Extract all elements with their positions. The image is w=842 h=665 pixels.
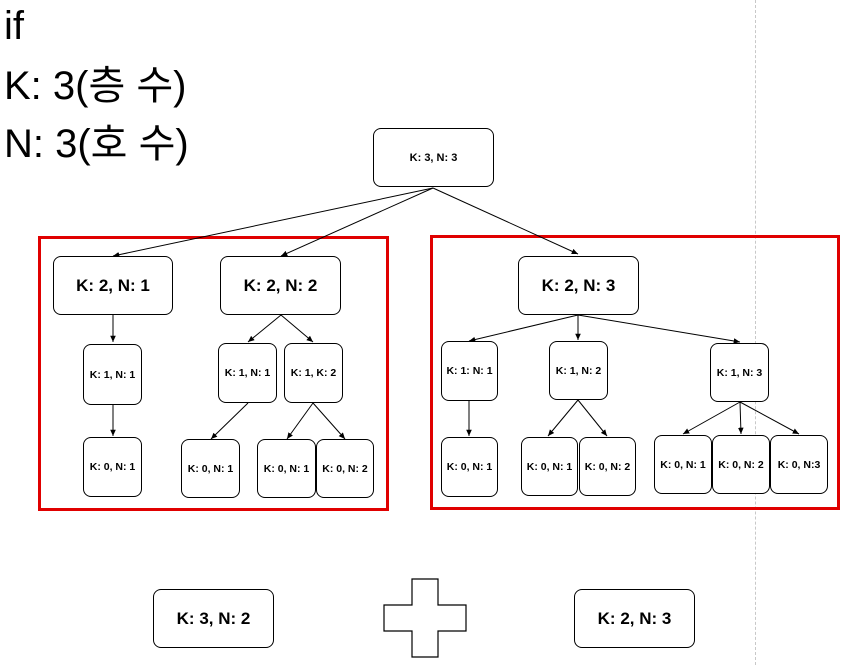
node-k0-n2-under-c3: K: 0, N: 2 <box>712 435 770 494</box>
heading-line-n: N: 3(호 수) <box>4 122 189 166</box>
node-k0-n1-under-c3: K: 0, N: 1 <box>654 435 712 494</box>
node-k0-n1-under-c1: K: 0, N: 1 <box>441 437 498 497</box>
node-k1-n3-under-c: K: 1, N: 3 <box>710 343 769 402</box>
edge-root-a <box>112 187 434 258</box>
edge-b-b1 <box>247 314 282 343</box>
edge-c2-c2b <box>577 399 608 437</box>
root-node: K: 3, N: 3 <box>373 128 494 187</box>
edge-c2-c2a <box>547 399 579 437</box>
edge-c-c1 <box>468 314 579 343</box>
edge-b1-b1a <box>210 402 249 440</box>
node-k0-n1-under-b1: K: 0, N: 1 <box>181 439 240 498</box>
node-k1-n2-under-c: K: 1, N: 2 <box>549 341 608 400</box>
edge-c3-c3c <box>739 401 800 435</box>
page-divider <box>755 0 756 665</box>
right-subtree-highlight-box <box>430 235 840 510</box>
node-k0-n1-under-a1: K: 0, N: 1 <box>83 437 142 497</box>
node-k1-n1-under-a: K: 1, N: 1 <box>83 344 142 405</box>
node-k2-n3: K: 2, N: 3 <box>518 256 639 315</box>
node-k1-k2-under-b: K: 1, K: 2 <box>284 343 343 403</box>
node-k2-n1: K: 2, N: 1 <box>53 256 173 315</box>
node-k0-n2-under-b2: K: 0, N: 2 <box>316 439 374 498</box>
node-k1-n1-under-c: K: 1: N: 1 <box>441 341 498 401</box>
node-k0-n2-under-c2: K: 0, N: 2 <box>579 437 636 496</box>
edge-root-b <box>280 187 434 257</box>
edge-c-c3 <box>577 314 741 344</box>
node-k0-n3-under-c3: K: 0, N:3 <box>770 435 828 494</box>
node-k0-n1-under-b2: K: 0, N: 1 <box>257 439 316 498</box>
bottom-node-k3-n2: K: 3, N: 2 <box>153 589 274 648</box>
edge-c3-c3a <box>682 401 741 435</box>
edge-root-c <box>432 187 579 255</box>
edge-b2-b2a <box>286 402 314 440</box>
edge-b-b2 <box>280 314 314 343</box>
node-k0-n1-under-c2: K: 0, N: 1 <box>521 437 578 496</box>
edge-b2-b2b <box>312 402 346 440</box>
plus-icon <box>383 578 467 658</box>
left-subtree-highlight-box <box>38 236 389 511</box>
edge-c3-c3b <box>738 401 744 435</box>
heading-line-k: K: 3(층 수) <box>4 64 187 108</box>
bottom-node-k2-n3: K: 2, N: 3 <box>574 589 695 648</box>
node-k1-n1-under-b: K: 1, N: 1 <box>218 343 277 403</box>
heading-line-if: if <box>4 4 24 48</box>
node-k2-n2-left: K: 2, N: 2 <box>220 256 341 315</box>
